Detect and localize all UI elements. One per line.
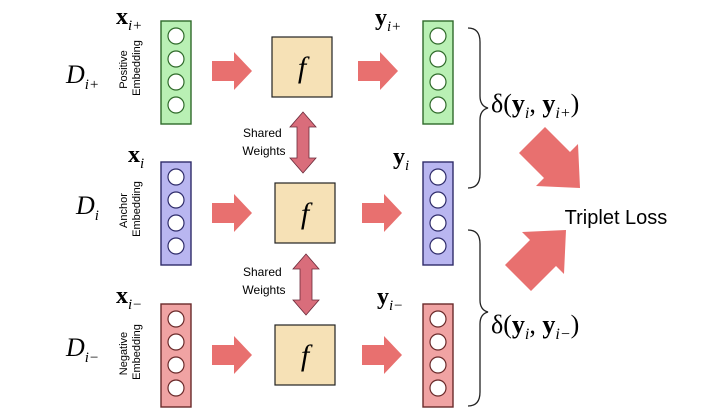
input-node bbox=[167, 310, 185, 328]
distance-label-negative: δ(yi, yi−) bbox=[491, 310, 579, 343]
shared-weights-top: Shared Weights bbox=[242, 111, 317, 174]
input-node bbox=[167, 191, 185, 209]
input-node bbox=[167, 96, 185, 114]
input-node bbox=[167, 168, 185, 186]
output-node bbox=[429, 73, 447, 91]
brace-negative bbox=[467, 229, 489, 407]
input-node bbox=[167, 333, 185, 351]
domain-label-negative: Di− bbox=[65, 333, 99, 366]
row-positive: Di+ Positive Embedding xi+ f yi+ bbox=[65, 4, 454, 125]
output-vector-label-negative: yi− bbox=[377, 284, 403, 314]
input-node bbox=[167, 237, 185, 255]
shared-weights-label-bottom: Shared Weights bbox=[242, 265, 285, 297]
triplet-loss-label: Triplet Loss bbox=[565, 207, 668, 229]
arrow-right-icon bbox=[212, 194, 252, 232]
output-node bbox=[429, 356, 447, 374]
row-anchor: Di Anchor Embedding xi f yi bbox=[75, 142, 454, 266]
embedding-label-positive: Positive Embedding bbox=[118, 40, 143, 96]
row-negative: Di− Negative Embedding xi− f yi− bbox=[65, 283, 454, 408]
arrow-right-icon bbox=[362, 194, 402, 232]
output-node bbox=[429, 333, 447, 351]
output-node bbox=[429, 379, 447, 397]
input-node bbox=[167, 379, 185, 397]
embedding-label-negative: Negative Embedding bbox=[118, 324, 143, 380]
distance-label-positive: δ(yi, yi+) bbox=[491, 89, 579, 122]
embedding-label-anchor: Anchor Embedding bbox=[118, 181, 143, 237]
function-box-anchor bbox=[274, 182, 336, 244]
shared-weights-label-top: Shared Weights bbox=[242, 126, 285, 158]
function-box-positive bbox=[271, 36, 333, 98]
arrow-up-right-icon bbox=[505, 230, 566, 291]
output-node bbox=[429, 237, 447, 255]
input-node bbox=[167, 50, 185, 68]
function-box-negative bbox=[274, 324, 336, 386]
arrow-right-icon bbox=[212, 336, 252, 374]
domain-label-positive: Di+ bbox=[65, 60, 99, 93]
input-node bbox=[167, 356, 185, 374]
brace-positive bbox=[467, 27, 489, 189]
output-node bbox=[429, 96, 447, 114]
output-node bbox=[429, 214, 447, 232]
double-arrow-icon bbox=[289, 111, 317, 174]
shared-weights-bottom: Shared Weights bbox=[242, 253, 320, 316]
output-node bbox=[429, 27, 447, 45]
output-vector-label-positive: yi+ bbox=[375, 5, 401, 35]
input-vector-label-anchor: xi bbox=[128, 142, 144, 172]
arrow-right-icon bbox=[358, 52, 398, 90]
input-vector-label-negative: xi− bbox=[116, 283, 142, 313]
input-vector-label-positive: xi+ bbox=[116, 4, 142, 34]
output-vector-label-anchor: yi bbox=[393, 144, 409, 174]
input-node bbox=[167, 27, 185, 45]
domain-label-anchor: Di bbox=[75, 191, 99, 224]
input-node bbox=[167, 214, 185, 232]
output-node bbox=[429, 191, 447, 209]
output-node bbox=[429, 50, 447, 68]
output-node bbox=[429, 168, 447, 186]
output-node bbox=[429, 310, 447, 328]
double-arrow-icon bbox=[292, 253, 320, 316]
arrow-right-icon bbox=[212, 52, 252, 90]
arrow-right-icon bbox=[362, 336, 402, 374]
input-node bbox=[167, 73, 185, 91]
arrow-down-right-icon bbox=[519, 127, 580, 188]
